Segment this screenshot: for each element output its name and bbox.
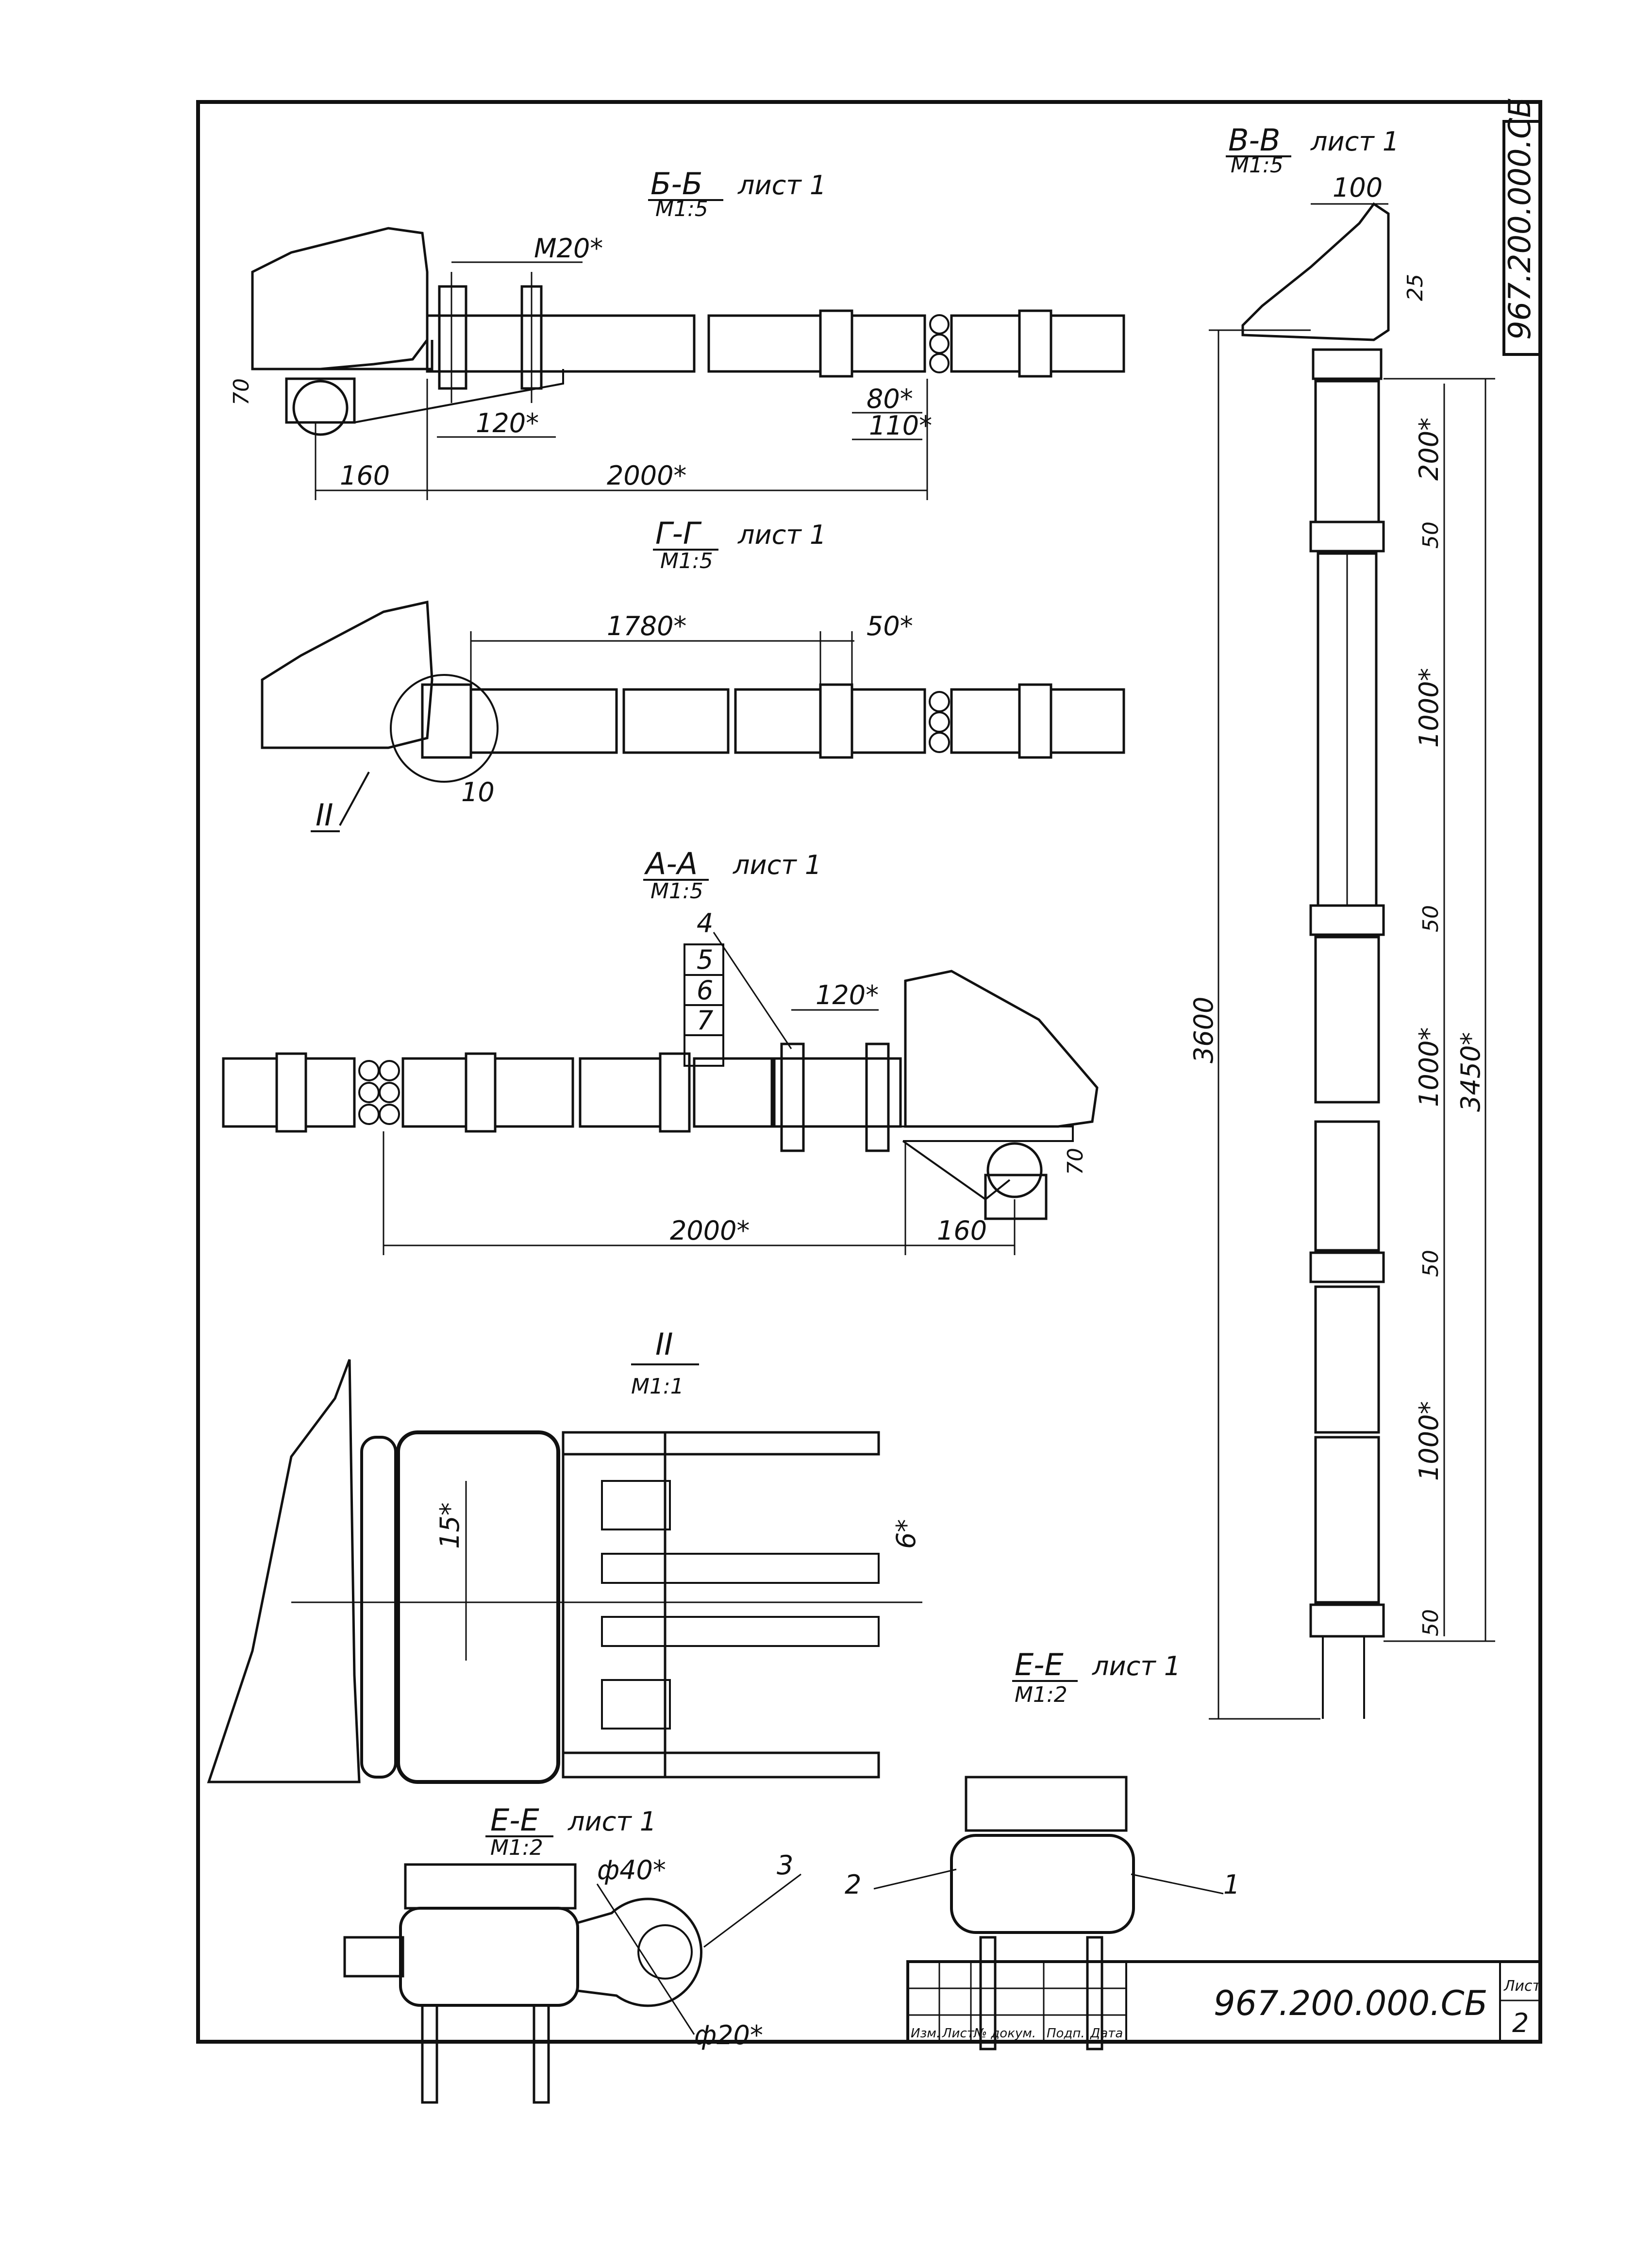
- e-e-left-callout-3: 3: [777, 1850, 793, 1881]
- e-e-right-title: Е-Е: [1015, 1647, 1064, 1682]
- b-b-dim-80: 80*: [867, 384, 913, 414]
- detail-ii-dim-15: 15*: [434, 1502, 465, 1549]
- v-v-dim-50-d: 50: [1418, 1609, 1443, 1636]
- code-box-top: 967.200.000.СБ: [1502, 97, 1542, 356]
- v-v-dim-3600: 3600: [1188, 997, 1219, 1063]
- view-a-a: А-А лист 1 М1:5 4 5 6 7: [222, 846, 1099, 1255]
- v-v-dim-100: 100: [1333, 172, 1383, 203]
- e-e-right-callout-1: 1: [1223, 1869, 1240, 1900]
- view-e-e-left: Е-Е лист 1 М1:2 ф40* ф20* 3: [343, 1802, 801, 2104]
- e-e-left-dim-20: ф20*: [694, 2020, 763, 2050]
- view-a-a-title: А-А: [644, 846, 698, 881]
- e-e-right-scale: М1:2: [1015, 1682, 1067, 1707]
- v-v-dim-1000-a: 1000*: [1414, 668, 1444, 748]
- e-e-left-ref: лист 1: [567, 1806, 656, 1837]
- view-b-b-scale: М1:5: [655, 197, 708, 221]
- v-v-dim-200: 200*: [1414, 418, 1444, 481]
- view-b-b-ref: лист 1: [737, 170, 826, 201]
- callout-7: 7: [697, 1005, 713, 1036]
- callout-5: 5: [697, 944, 713, 975]
- callout-6: 6: [697, 975, 713, 1006]
- detail-ii-scale: М1:1: [631, 1374, 684, 1399]
- b-b-dim-70: 70: [229, 378, 254, 405]
- callout-4: 4: [697, 908, 713, 939]
- b-b-dim-m20: М20*: [534, 233, 603, 264]
- stamp-col-doc: № докум.: [973, 2026, 1036, 2041]
- v-v-dim-50-c: 50: [1418, 1250, 1443, 1277]
- view-b-b-title: Б-Б: [650, 166, 702, 202]
- a-a-dim-120: 120*: [816, 980, 879, 1010]
- e-e-left-scale: М1:2: [490, 1835, 543, 1860]
- v-v-dim-50-a: 50: [1418, 521, 1443, 549]
- g-g-dim-50: 50*: [867, 611, 913, 641]
- code-top-text: 967.200.000.СБ: [1502, 97, 1537, 340]
- detail-ii-title: II: [655, 1327, 673, 1362]
- g-g-dim-1780: 1780*: [607, 611, 686, 641]
- v-v-dim-25: 25: [1403, 274, 1428, 301]
- v-v-dim-3450: 3450*: [1455, 1032, 1486, 1112]
- title-block-code: 967.200.000.СБ: [1214, 1983, 1487, 2023]
- v-v-dim-1000-c: 1000*: [1414, 1401, 1444, 1481]
- e-e-right-ref: лист 1: [1092, 1651, 1181, 1681]
- drawing-frame: [196, 100, 1542, 2044]
- v-v-dim-50-b: 50: [1418, 905, 1443, 932]
- a-a-dim-70: 70: [1063, 1148, 1088, 1175]
- v-v-dim-1000-b: 1000*: [1414, 1027, 1444, 1107]
- e-e-right-callout-2: 2: [845, 1869, 861, 1900]
- view-g-g: Г-Г лист 1 М1:5 1780* 50* 10 II: [261, 516, 1125, 833]
- a-a-dim-160: 160: [937, 1215, 987, 1246]
- sheet-label: Лист: [1503, 1978, 1542, 1995]
- b-b-dim-160: 160: [340, 460, 390, 491]
- stamp-col-izm: Изм.: [911, 2026, 940, 2041]
- e-e-left-title: Е-Е: [490, 1802, 540, 1838]
- g-g-detail-ref: II: [316, 797, 334, 833]
- view-g-g-title: Г-Г: [655, 516, 702, 551]
- stamp-col-sign: Подп.: [1047, 2026, 1085, 2041]
- detail-ii: II М1:1 15* 6*: [207, 1327, 922, 1784]
- stamp-col-date: Дата: [1090, 2026, 1123, 2041]
- g-g-dim-10: 10: [461, 777, 495, 807]
- a-a-dim-2000: 2000*: [670, 1215, 750, 1246]
- b-b-dim-110: 110*: [869, 410, 932, 441]
- b-b-dim-2000: 2000*: [607, 460, 686, 491]
- view-b-b: Б-Б лист 1 М1:5 М20* 70 120* 80*: [229, 166, 1125, 500]
- view-a-a-scale: М1:5: [650, 879, 703, 904]
- view-e-e-right: Е-Е лист 1 М1:2 2 1: [845, 1647, 1240, 2050]
- view-v-v-ref: лист 1: [1310, 126, 1399, 157]
- sheet-number: 2: [1512, 2008, 1529, 2038]
- stamp-col-list: Лист: [942, 2026, 975, 2041]
- b-b-dim-120: 120*: [476, 408, 539, 438]
- view-v-v-scale: М1:5: [1231, 153, 1284, 178]
- view-g-g-ref: лист 1: [737, 520, 826, 550]
- e-e-left-dim-40: ф40*: [597, 1855, 666, 1885]
- view-v-v-title: В-В: [1228, 122, 1280, 158]
- detail-ii-dim-6: 6*: [891, 1519, 921, 1549]
- title-block: Изм. Лист № докум. Подп. Дата 967.200.00…: [906, 1960, 1542, 2043]
- view-v-v: В-В лист 1 М1:5 100 25 3600 3450* 200* 5…: [1188, 122, 1495, 1720]
- view-g-g-scale: М1:5: [660, 549, 713, 573]
- view-a-a-ref: лист 1: [733, 850, 821, 880]
